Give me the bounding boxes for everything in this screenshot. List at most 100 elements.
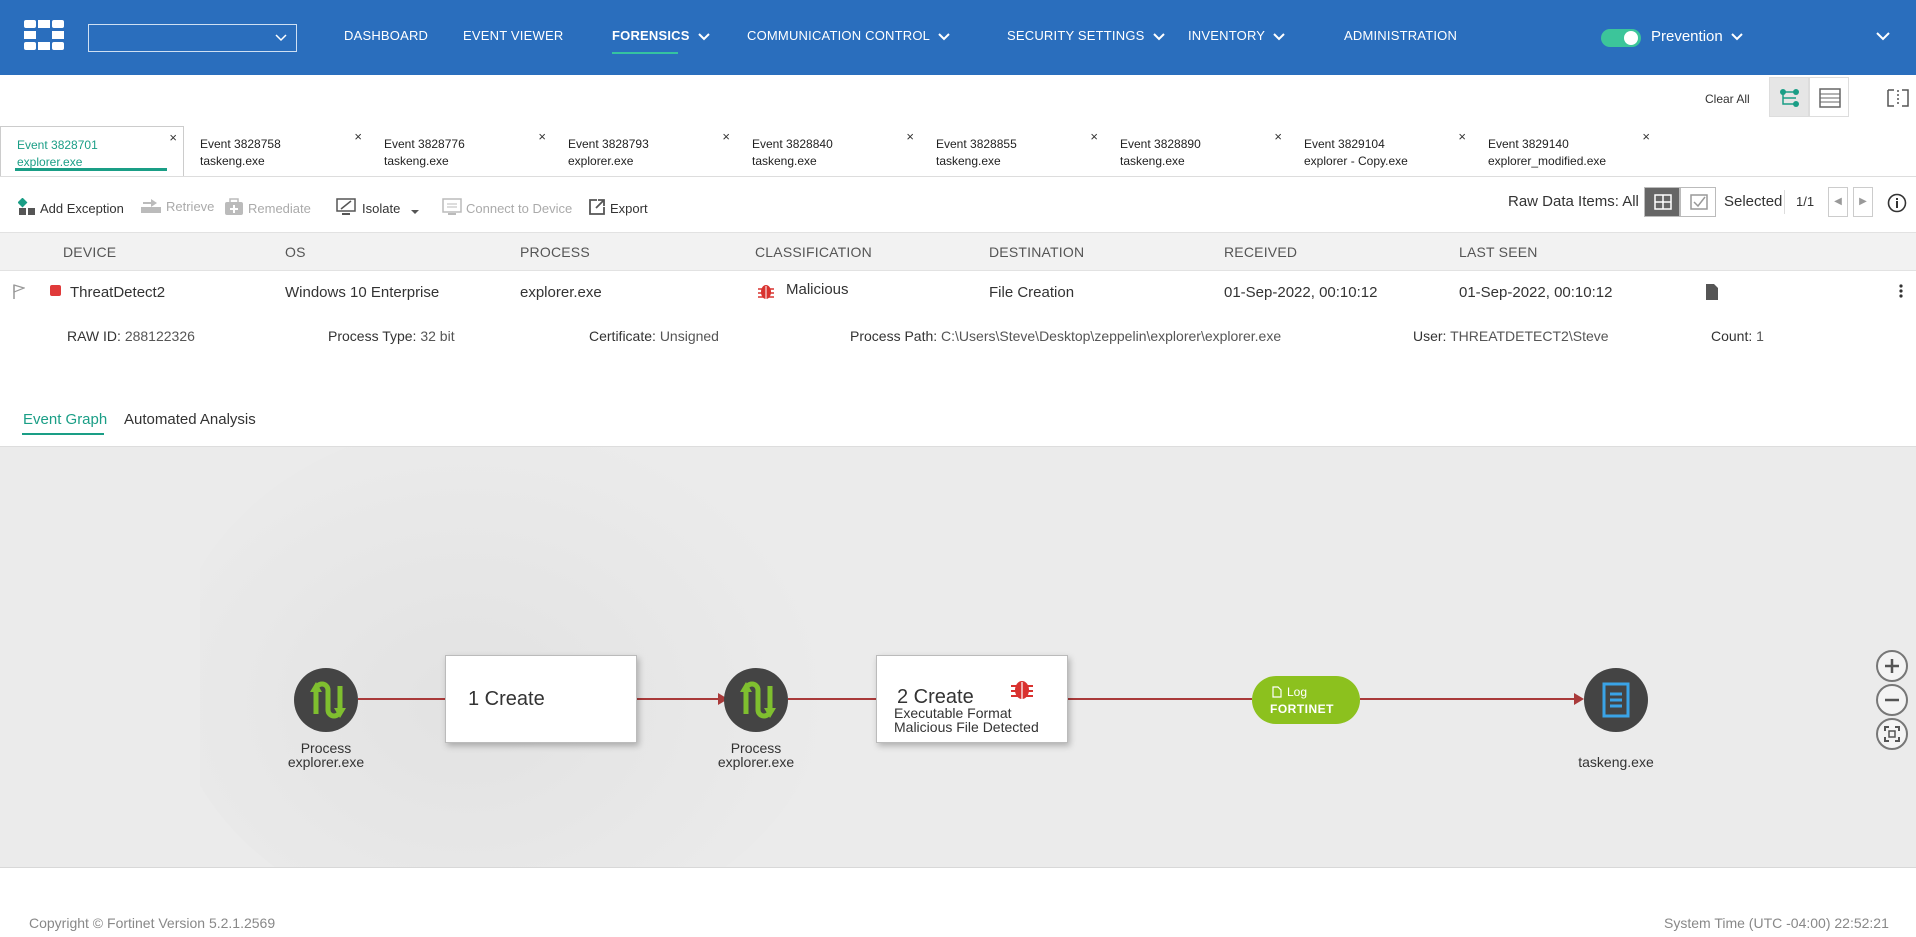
- nav-communication-control-label: COMMUNICATION CONTROL: [747, 28, 931, 43]
- column-header-process[interactable]: PROCESS: [520, 244, 590, 260]
- node-name: explorer.exe: [287, 754, 365, 770]
- column-header-os[interactable]: OS: [285, 244, 306, 260]
- list-view-icon: [1819, 88, 1841, 108]
- fortinet-logo-icon[interactable]: [24, 20, 64, 50]
- file-node-taskeng[interactable]: [1584, 668, 1648, 732]
- prevention-toggle[interactable]: [1601, 29, 1641, 47]
- device-status-indicator: [50, 285, 61, 296]
- next-page-button[interactable]: ▶: [1853, 187, 1873, 217]
- tab-process-label: explorer_modified.exe: [1488, 154, 1607, 168]
- destination-cell: File Creation: [989, 284, 1075, 301]
- tab-process-label: explorer - Copy.exe: [1304, 154, 1408, 168]
- close-icon[interactable]: ×: [1642, 129, 1650, 144]
- action-bar: Add Exception Retrieve Remediate Isolate…: [0, 186, 1916, 230]
- organization-select[interactable]: [88, 24, 297, 52]
- tab-process-label: taskeng.exe: [200, 154, 265, 168]
- tab-automated-analysis[interactable]: Automated Analysis: [124, 411, 256, 428]
- detail-label: RAW ID:: [67, 328, 121, 344]
- export-label: Export: [610, 201, 648, 216]
- toggle-knob: [1624, 31, 1638, 45]
- chevron-down-icon: [275, 34, 287, 42]
- close-icon[interactable]: ×: [906, 129, 914, 144]
- nav-dashboard[interactable]: DASHBOARD: [344, 28, 428, 43]
- file-node-taskeng-label: taskeng.exe: [1578, 754, 1654, 770]
- nav-communication-control[interactable]: COMMUNICATION CONTROL: [747, 28, 950, 43]
- column-header-device[interactable]: DEVICE: [63, 244, 117, 260]
- divider: [1784, 190, 1785, 214]
- nav-inventory[interactable]: INVENTORY: [1188, 28, 1285, 43]
- detail-label: Certificate:: [589, 328, 656, 344]
- fortinet-log-node[interactable]: Log FORTINET: [1252, 676, 1360, 724]
- create-event-box-2[interactable]: 2 Create Executable Format Malicious Fil…: [876, 655, 1068, 743]
- zoom-out-button[interactable]: [1876, 684, 1908, 716]
- nav-security-settings[interactable]: SECURITY SETTINGS: [1007, 28, 1165, 43]
- nav-dashboard-label: DASHBOARD: [344, 28, 429, 43]
- selected-label: Selected: [1724, 193, 1783, 210]
- prevention-mode-dropdown[interactable]: Prevention: [1651, 28, 1743, 45]
- classification-cell: Malicious: [786, 281, 849, 298]
- chevron-right-icon: ▶: [1859, 196, 1867, 207]
- info-icon[interactable]: [1887, 193, 1907, 213]
- flag-icon[interactable]: [13, 284, 25, 300]
- column-header-last-seen[interactable]: LAST SEEN: [1459, 244, 1538, 260]
- side-panel-toggle-button[interactable]: [1880, 80, 1916, 116]
- close-icon[interactable]: ×: [1458, 129, 1466, 144]
- close-icon[interactable]: ×: [1090, 129, 1098, 144]
- connect-to-device-button[interactable]: Connect to Device: [442, 198, 572, 216]
- fit-to-screen-button[interactable]: [1876, 718, 1908, 750]
- node-type: Process: [730, 740, 782, 756]
- process-node-1[interactable]: [294, 668, 358, 732]
- clear-all-link[interactable]: Clear All: [1705, 92, 1750, 106]
- close-icon[interactable]: ×: [169, 130, 177, 145]
- column-header-destination[interactable]: DESTINATION: [989, 244, 1085, 260]
- close-icon[interactable]: ×: [538, 129, 546, 144]
- divider: [0, 446, 1916, 447]
- list-view-button[interactable]: [1809, 77, 1849, 117]
- isolate-dropdown[interactable]: Isolate: [336, 198, 424, 216]
- grid-toggle-button[interactable]: [1644, 187, 1680, 217]
- column-header-received[interactable]: RECEIVED: [1224, 244, 1298, 260]
- nav-administration[interactable]: ADMINISTRATION: [1344, 28, 1457, 43]
- user-detail: User: THREATDETECT2\Steve: [1413, 328, 1609, 344]
- process-type-detail: Process Type: 32 bit: [328, 328, 455, 344]
- chevron-down-icon[interactable]: [1876, 30, 1890, 42]
- table-row[interactable]: ThreatDetect2 Windows 10 Enterprise expl…: [0, 272, 1916, 312]
- check-toggle-button[interactable]: [1680, 187, 1716, 217]
- close-icon[interactable]: ×: [1274, 129, 1282, 144]
- nav-event-viewer[interactable]: EVENT VIEWER: [463, 28, 563, 43]
- tab-event-label: Event 3828855: [936, 137, 1017, 151]
- close-icon[interactable]: ×: [722, 129, 730, 144]
- more-options-icon[interactable]: [1899, 284, 1903, 298]
- tab-event-graph[interactable]: Event Graph: [23, 411, 108, 428]
- top-navigation-bar: DASHBOARD EVENT VIEWER FORENSICS COMMUNI…: [0, 0, 1916, 75]
- graph-view-button[interactable]: [1769, 77, 1809, 117]
- document-icon[interactable]: [1706, 284, 1718, 300]
- process-node-2[interactable]: [724, 668, 788, 732]
- create-event-box-1[interactable]: 1 Create: [445, 655, 637, 743]
- remediate-button[interactable]: Remediate: [224, 198, 311, 216]
- retrieve-button[interactable]: Retrieve: [140, 198, 214, 214]
- previous-page-button[interactable]: ◀: [1828, 187, 1848, 217]
- nav-forensics[interactable]: FORENSICS: [612, 28, 710, 43]
- add-exception-button[interactable]: Add Exception: [17, 197, 124, 216]
- chevron-down-icon: [1273, 32, 1285, 40]
- table-header: DEVICE OS PROCESS CLASSIFICATION DESTINA…: [0, 232, 1916, 271]
- export-button[interactable]: Export: [588, 198, 648, 216]
- chevron-down-icon: [1152, 32, 1165, 40]
- box-title: 2 Create: [897, 686, 974, 708]
- tab-process-label: taskeng.exe: [752, 154, 817, 168]
- minus-icon: [1885, 698, 1899, 702]
- column-header-classification[interactable]: CLASSIFICATION: [755, 244, 872, 260]
- zoom-in-button[interactable]: [1876, 650, 1908, 682]
- close-icon[interactable]: ×: [354, 129, 362, 144]
